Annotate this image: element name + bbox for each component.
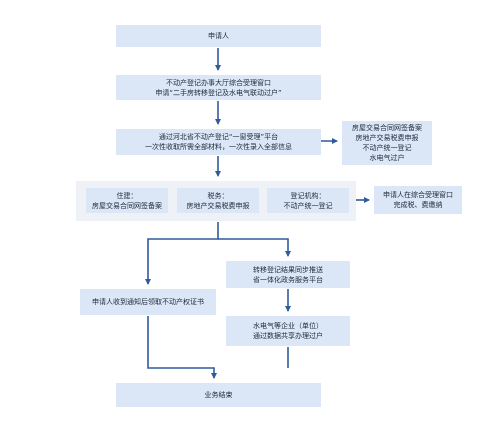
- node-window: 不动产登记办事大厅综合受理窗口 申请“二手房转移登记及水电气联动过户”: [116, 75, 321, 100]
- node-platform: 通过河北省不动产登记“一窗受理”平台 一次性收取所需全部材料，一次性录入全部信息: [116, 129, 321, 155]
- arrow-to-push: [218, 238, 291, 257]
- arrow-certificate-to-end: [147, 316, 217, 379]
- node-push: 转移登记结果同步推送 省一体化政务服务平台: [226, 261, 350, 288]
- node-housing: 住建： 房屋交易合同网签备案: [86, 188, 168, 213]
- node-certificate: 申请人收到通知后领取不动产权证书: [80, 289, 216, 315]
- node-registry: 登记机构： 不动产统一登记: [267, 188, 349, 213]
- node-end: 业务结束: [116, 383, 321, 407]
- node-payment: 申请人在综合受理窗口 完成税、费缴纳: [374, 186, 462, 214]
- arrow-to-certificate: [145, 222, 219, 285]
- node-utility: 水电气等企业（单位） 通过数据共享办理过户: [226, 316, 350, 346]
- node-tax: 税务： 房地产交易税费申报: [177, 188, 259, 213]
- node-applicant: 申请人: [116, 25, 321, 47]
- node-side-services: 房屋交易合同网签备案 房地产交易税费申报 不动产统一登记 水电气过户: [342, 121, 432, 165]
